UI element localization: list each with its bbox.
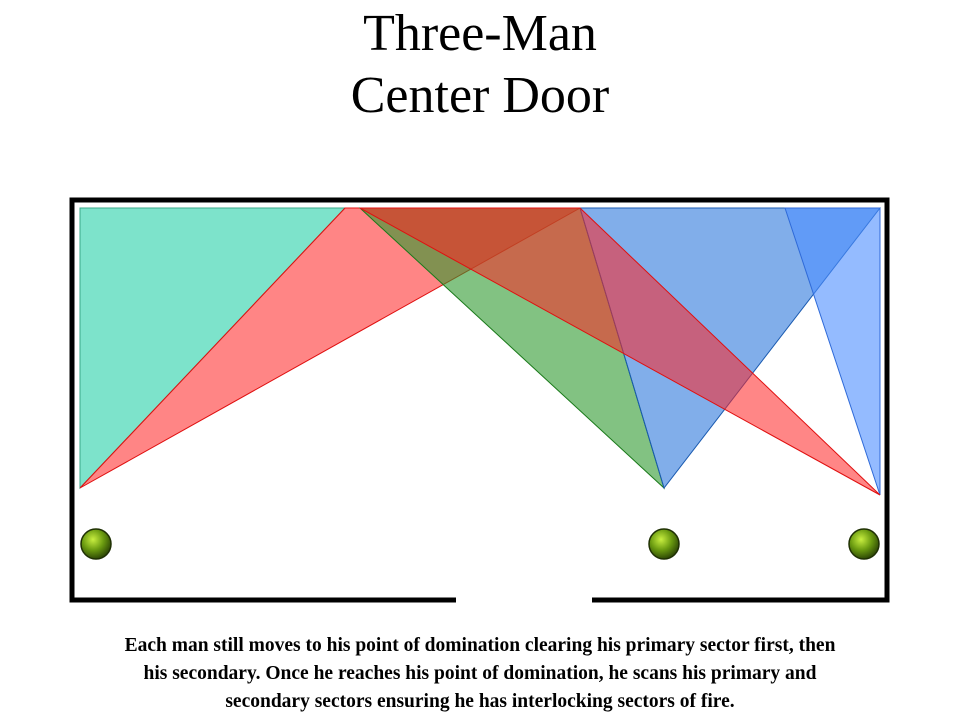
room-walls (69, 197, 890, 603)
caption-text: Each man still moves to his point of dom… (20, 632, 940, 716)
right-man-primary-sector (784, 207, 881, 496)
slide-title: Three-Man Center Door (0, 0, 960, 126)
right-man-secondary-sector (359, 207, 881, 496)
caption-line-3: secondary sectors ensuring he has interl… (225, 691, 735, 712)
title-line-1: Three-Man (363, 5, 597, 62)
center-man-marker (648, 528, 680, 560)
caption-line-1: Each man still moves to his point of dom… (124, 635, 836, 656)
title-line-2: Center Door (350, 67, 610, 124)
right-man-marker (848, 528, 880, 560)
left-man-marker (80, 528, 112, 560)
caption-line-2: his secondary. Once he reaches his point… (143, 663, 817, 684)
